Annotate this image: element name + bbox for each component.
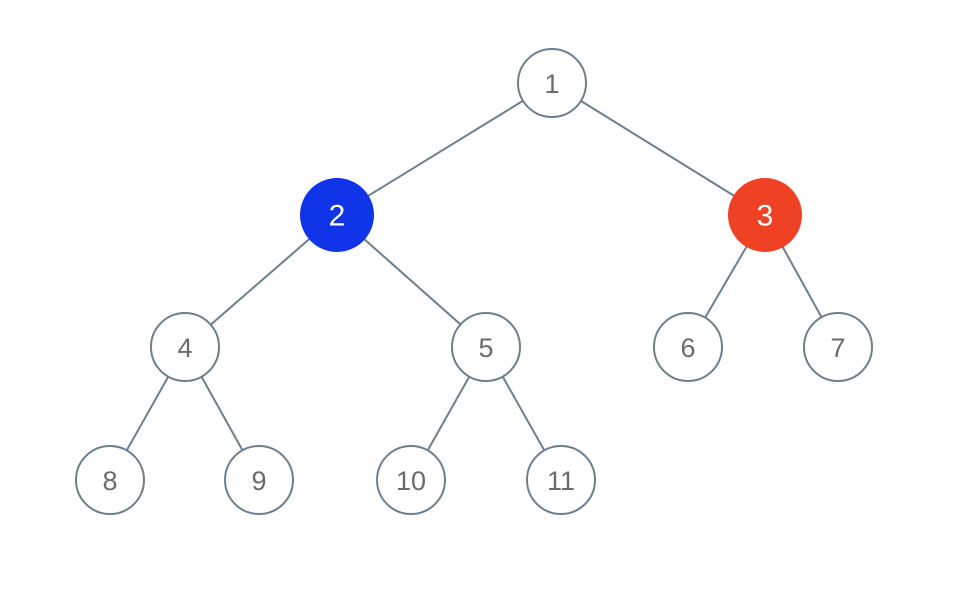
tree-node-circle-3[interactable] [728, 178, 802, 252]
tree-node-circle-1[interactable] [517, 48, 587, 118]
tree-node-circle-10[interactable] [376, 445, 446, 515]
tree-node-8[interactable]: 8 [75, 445, 145, 515]
tree-edge [200, 374, 244, 453]
tree-node-1[interactable]: 1 [517, 48, 587, 118]
tree-node-label-6: 6 [680, 333, 695, 363]
edge-layer [125, 99, 824, 453]
tree-node-5[interactable]: 5 [451, 312, 521, 382]
tree-node-label-4: 4 [177, 333, 192, 363]
tree-node-9[interactable]: 9 [224, 445, 294, 515]
tree-edge [579, 99, 736, 198]
node-layer: 1 2 3 4 5 6 7 8 9 10 11 [75, 48, 873, 515]
tree-node-label-7: 7 [830, 333, 845, 363]
tree-node-label-2: 2 [329, 200, 346, 233]
tree-node-7[interactable]: 7 [803, 312, 873, 382]
tree-node-circle-4[interactable] [150, 312, 220, 382]
tree-node-circle-7[interactable] [803, 312, 873, 382]
tree-node-circle-6[interactable] [653, 312, 723, 382]
tree-edge [781, 245, 824, 320]
tree-edge [426, 374, 471, 453]
tree-node-3[interactable]: 3 [728, 178, 802, 252]
tree-node-circle-11[interactable] [526, 445, 596, 515]
tree-node-circle-8[interactable] [75, 445, 145, 515]
tree-node-label-1: 1 [544, 69, 559, 99]
tree-edge [208, 237, 311, 327]
tree-node-label-9: 9 [251, 466, 266, 496]
tree-node-10[interactable]: 10 [376, 445, 446, 515]
tree-node-label-3: 3 [757, 200, 774, 233]
tree-edge [125, 374, 170, 453]
tree-edge [366, 99, 525, 198]
tree-node-label-5: 5 [478, 333, 493, 363]
tree-node-6[interactable]: 6 [653, 312, 723, 382]
tree-node-2[interactable]: 2 [300, 178, 374, 252]
tree-node-label-10: 10 [396, 466, 426, 496]
tree-edge [703, 245, 748, 320]
tree-edge [362, 237, 463, 327]
tree-node-label-11: 11 [547, 466, 575, 496]
tree-node-label-8: 8 [102, 466, 117, 496]
tree-node-circle-5[interactable] [451, 312, 521, 382]
tree-node-4[interactable]: 4 [150, 312, 220, 382]
tree-node-circle-2[interactable] [300, 178, 374, 252]
tree-node-circle-9[interactable] [224, 445, 294, 515]
tree-node-11[interactable]: 11 [526, 445, 596, 515]
tree-edge [501, 374, 546, 453]
